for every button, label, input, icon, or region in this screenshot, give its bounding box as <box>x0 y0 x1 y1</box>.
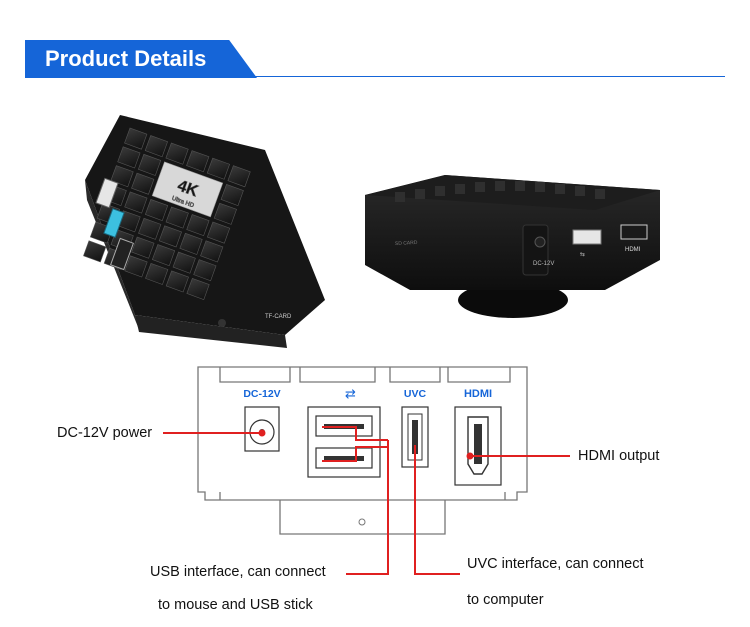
photo-dc-label: DC-12V <box>533 261 554 267</box>
device-photo-left: 4K Ultra HD TF-CARD <box>83 115 325 348</box>
usb-port-top <box>315 415 373 437</box>
photo-hdmi-label: HDMI <box>625 247 641 253</box>
callout-dc-power: DC-12V power <box>57 425 153 441</box>
screw-hole-icon <box>218 319 226 327</box>
callout-uvc-line1: UVC interface, can connect <box>467 556 644 572</box>
dc-port-outline <box>244 406 280 452</box>
usb-photo-port-icon <box>572 229 602 245</box>
tf-card-label: TF-CARD <box>265 314 292 320</box>
diagram-uvc-label: UVC <box>404 388 427 400</box>
hdmi-connector-icon <box>467 416 489 475</box>
port-diagram: DC-12V ⇄ UVC HDMI <box>197 366 528 535</box>
callout-usb-line2: to mouse and USB stick <box>158 597 313 613</box>
diagram-dc-label: DC-12V <box>243 388 280 400</box>
badge-4k: 4K <box>175 177 200 200</box>
callout-hdmi-output: HDMI output <box>578 448 660 464</box>
section-title-tab: Product Details <box>25 40 257 78</box>
usb-port-icon <box>95 177 119 209</box>
section-title: Product Details <box>45 46 207 71</box>
sd-card-label: SD CARD <box>395 240 418 247</box>
dc-jack-icon <box>534 236 546 248</box>
svg-text:⇆: ⇆ <box>580 251 585 258</box>
uvc-port-icon <box>103 208 125 238</box>
hdmi-photo-port-icon <box>620 224 648 240</box>
hdmi-port-icon <box>109 237 135 271</box>
usb-symbol-icon: ⇄ <box>345 386 356 401</box>
usb-port-bottom <box>315 447 373 469</box>
callout-uvc-line2: to computer <box>467 592 544 608</box>
diagram-hdmi-label: HDMI <box>464 388 492 400</box>
callout-usb-line1: USB interface, can connect <box>150 564 326 580</box>
device-photo-right: DC-12V ⇆ HDMI SD CARD <box>365 175 660 318</box>
header-divider <box>25 76 725 77</box>
hdmi-port-outline <box>454 406 502 486</box>
